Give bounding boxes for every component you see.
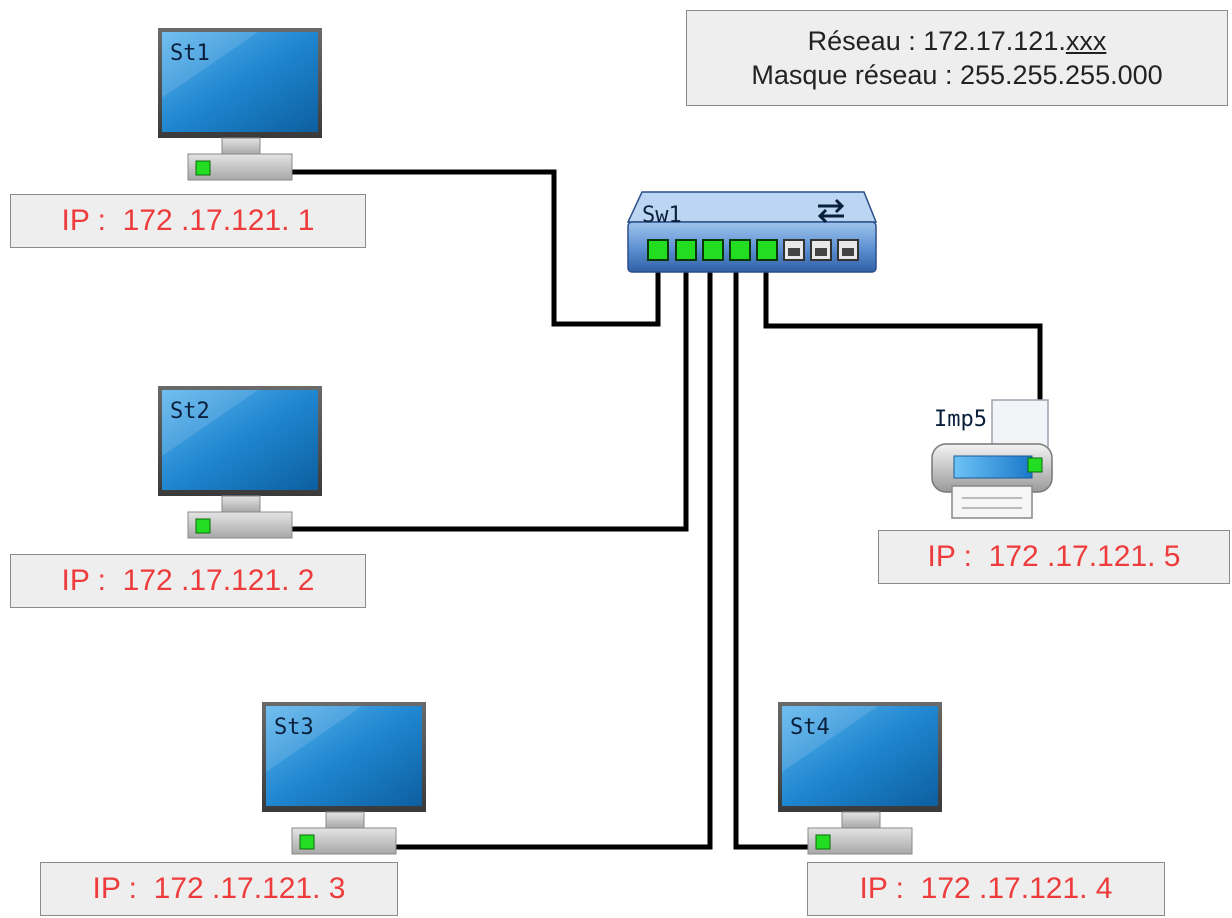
network-info-box: Réseau : 172.17.121.xxx Masque réseau : …	[686, 10, 1228, 106]
cable-st1-sw1	[202, 169, 661, 327]
printer-imp5[interactable]: Imp5	[931, 399, 1053, 519]
cable-imp5-sw1	[763, 250, 1043, 462]
ip-label-st3: IP : 172 .17.121. 3	[40, 862, 398, 916]
network-address-suffix: xxx	[1065, 26, 1107, 56]
station-name-st1: St1	[170, 41, 210, 66]
station-name-st4: St4	[790, 715, 830, 740]
network-address: Réseau : 172.17.121.xxx	[808, 24, 1107, 58]
cable-st4-sw1	[733, 250, 822, 850]
printer-icon	[931, 399, 1053, 519]
station-name-st2: St2	[170, 399, 210, 424]
switch-arrows-icon	[817, 198, 845, 224]
computer-st4[interactable]: St4	[777, 701, 943, 855]
switch-ports	[647, 239, 859, 261]
ip-label-st1: IP : 172 .17.121. 1	[10, 194, 366, 248]
ip-label-imp5: IP : 172 .17.121. 5	[878, 530, 1230, 584]
network-address-label: Réseau : 172.17.121.	[807, 26, 1066, 56]
computer-st2[interactable]: St2	[157, 385, 323, 539]
ip-label-st2: IP : 172 .17.121. 2	[10, 554, 366, 608]
computer-st1[interactable]: St1	[157, 27, 323, 181]
cable-st2-sw1	[202, 250, 689, 532]
ip-label-st4: IP : 172 .17.121. 4	[807, 862, 1165, 916]
cables	[202, 169, 1043, 850]
printer-name: Imp5	[934, 407, 987, 432]
computer-st3[interactable]: St3	[261, 701, 427, 855]
network-mask: Masque réseau : 255.255.255.000	[751, 60, 1163, 90]
station-name-st3: St3	[274, 715, 314, 740]
switch-sw1[interactable]: Sw1	[626, 191, 878, 273]
cable-st3-sw1	[304, 250, 713, 850]
switch-name: Sw1	[642, 203, 682, 228]
